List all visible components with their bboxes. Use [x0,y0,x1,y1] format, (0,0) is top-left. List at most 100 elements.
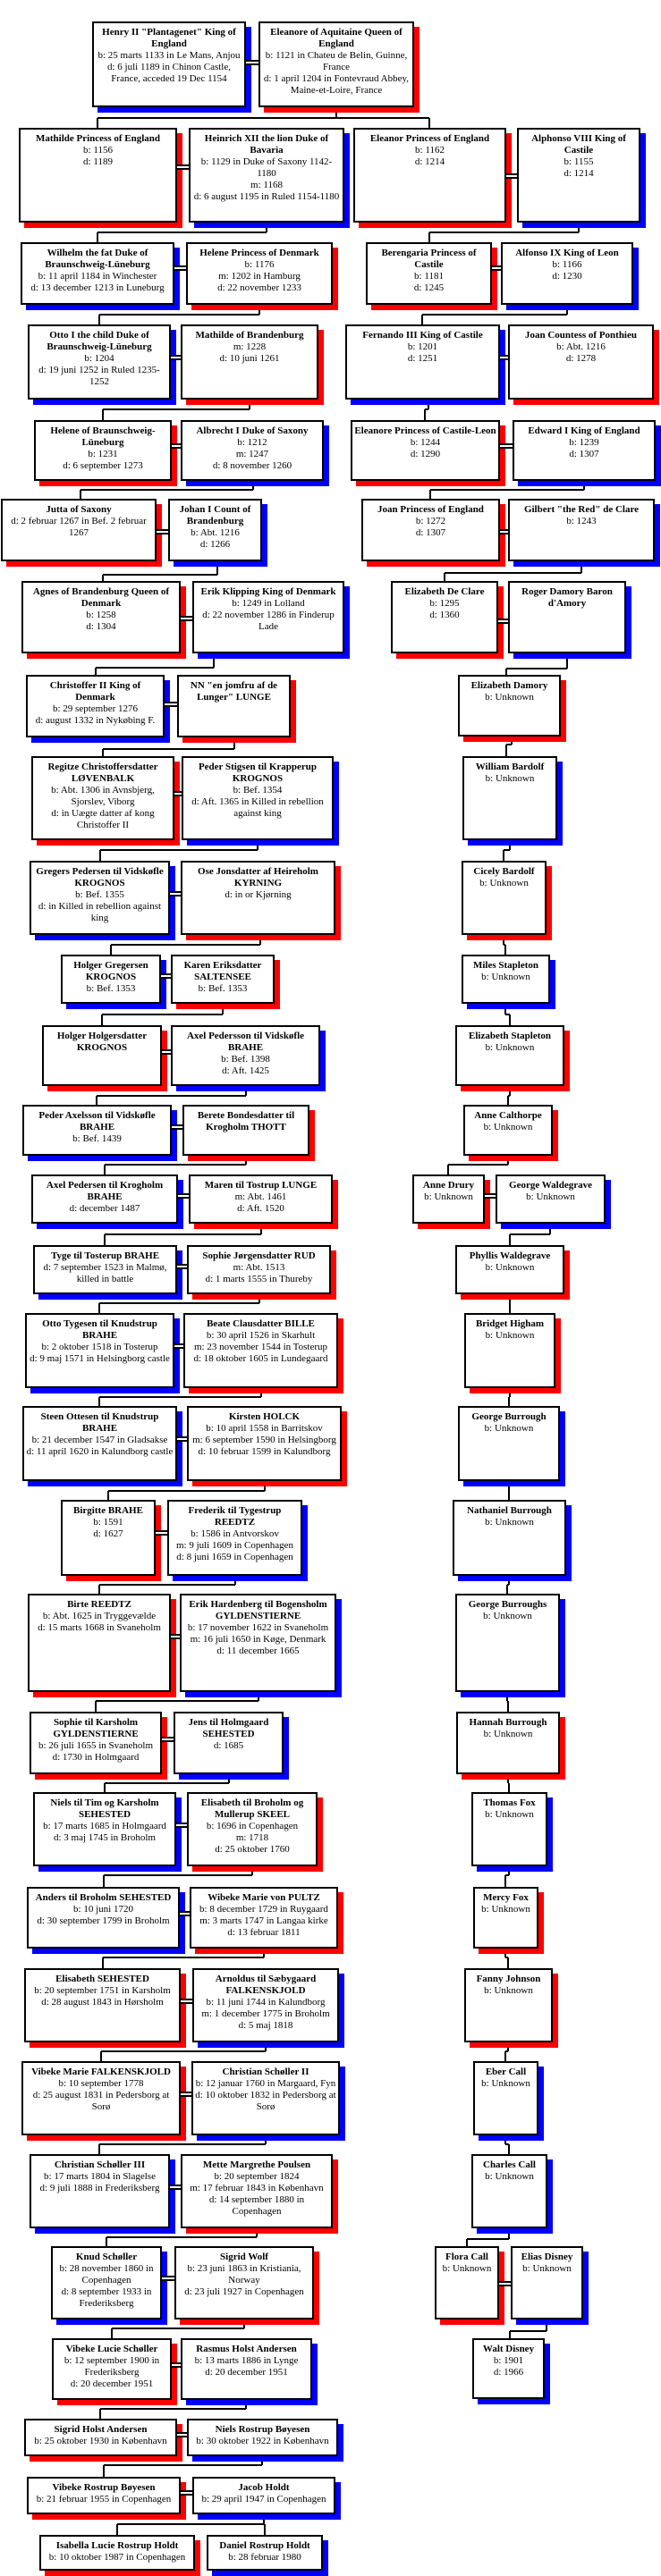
person-name: Elizabeth Stapleton [469,1031,551,1041]
person-detail: d: 28 august 1843 in Hørsholm [41,1997,164,2008]
person-detail: d: 2 februar 1267 in Bef. 2 februar 1267 [11,516,147,538]
person-detail: d: 1290 [410,449,441,459]
person-box-berete-thott: Berete Bondesdatter til Krogholm THOTT [182,1105,309,1156]
person-detail: d: 23 juli 1927 in Copenhagen [184,2286,304,2297]
person-detail: b: 29 september 1276 [52,703,138,714]
person-detail: b: Unknown [485,1517,534,1528]
person-detail: b: 1591 [93,1517,123,1528]
marriage-connector-birgitte-brahe-frederik-reedtz [156,1530,167,1536]
marriage-connector-sophie-gyldenstierne-jens-sehested [162,1737,174,1742]
person-detail: d: august 1332 in Nykøbing F. [35,715,156,726]
person-name: Rasmus Holst Andersen [196,2344,297,2354]
person-detail: b: 8 december 1729 in Ruygaard [199,1904,328,1915]
person-detail: d: in Uægte datter af kong Christoffer I… [51,808,155,830]
person-detail: b: 21 februar 1955 in Copenhagen [36,2494,172,2504]
person-name: Otto Tygesen til Knudstrup BRAHE [42,1318,157,1341]
person-detail: b: 1249 in Lolland [232,598,305,609]
person-detail: b: Unknown [526,1191,575,1202]
marriage-connector-vibeke-falkenskjold-christian-schoeller-ii [181,2092,191,2097]
person-detail: b: Unknown [485,2171,534,2182]
marriage-connector-helene-braunschweig-albrecht-i [172,443,181,449]
marriage-connector-holger-holgersdatter-axel-pedersson [162,1049,171,1055]
person-detail: b: 1243 [566,516,597,526]
person-name: Peder Stigsen til Krapperup KROGNOS [198,762,318,784]
person-name: Joan Countess of Ponthieu [525,330,637,341]
person-name: Christian Schøller III [54,2159,146,2170]
person-name: Eber Call [485,2067,527,2077]
person-name: Elisabeth SEHESTED [55,1974,149,1984]
person-detail: d: 10 februar 1599 in Kalundborg [198,1446,331,1457]
person-detail: b: 13 marts 1886 in Lynge [194,2355,299,2366]
person-name: Steen Ottesen til Knudstrup BRAHE [40,1411,159,1434]
person-detail: m: 1202 in Hamburg [218,271,301,282]
person-detail: b: 29 april 1947 in Copenhagen [201,2494,326,2504]
person-detail: d: 5 maj 1818 [238,2020,293,2031]
person-name: George Burroughs [468,1599,547,1610]
person-name: Erik Klipping King of Denmark [200,586,336,597]
person-name: Erik Hardenberg til Bogensholm GYLDENSTI… [189,1599,327,1621]
person-name: William Bardolf [475,762,545,772]
person-detail: d: 1230 [552,271,582,282]
person-detail: m: Abt. 1513 [233,1262,285,1273]
person-detail: d: 1214 [414,156,445,167]
person-name: Charles Call [483,2159,536,2170]
person-name: Agnes of Brandenburg Queen of Denmark [32,586,170,609]
person-name: Mercy Fox [483,1892,529,1903]
person-name: Wilhelm the fat Duke of Braunschweig-Lün… [45,248,150,270]
marriage-connector-agnes-brandenburg-erik-klipping [181,616,192,621]
person-name: Sophie Jørgensdatter RUD [202,1250,316,1261]
person-detail: b: 17 marts 1685 in Holmgaard [43,1821,166,1831]
person-detail: d: 8 november 1260 [212,460,292,471]
marriage-connector-tyge-brahe-sophie-rud [177,1264,187,1269]
marriage-connector-peder-axelsson-berete-thott [172,1124,182,1130]
person-name: Walt Disney [482,2344,535,2354]
person-name: Berete Bondesdatter til Krogholm THOTT [197,1110,295,1132]
marriage-connector-jutta-saxony-johan-i [157,529,168,535]
person-detail: d: 11 december 1665 [216,1646,300,1656]
person-detail: m: 1 december 1775 in Broholm [201,2008,330,2019]
person-name: Gregers Pedersen til Vidskøfle KROGNOS [36,866,164,888]
person-name: Christoffer II King of Denmark [49,680,141,703]
person-detail: b: 1201 [407,341,438,352]
person-detail: b: Unknown [485,1262,535,1273]
person-detail: d: 8 september 1933 in Frederiksberg [61,2286,152,2309]
person-detail: d: 1 april 1204 in Fontevraud Abbey, Mai… [263,73,410,96]
marriage-connector-niels-sehested-elisabeth-skeel [176,1823,187,1828]
person-detail: b: 1212 [237,437,267,448]
person-name: Isabella Lucie Rostrup Holdt [55,2540,179,2551]
marriage-connector-eleanor-england-alphonso-viii [506,173,517,179]
person-detail: b: Unknown [481,2078,530,2089]
person-name: Alfonso IX King of Leon [515,248,619,258]
person-detail: b: Unknown [485,1330,535,1341]
person-detail: b: 1129 in Duke of Saxony 1142-1180 [200,156,333,179]
person-name: Otto I the child Duke of Braunschweig-Lü… [47,330,152,352]
marriage-connector-otto-tygesen-beate-bille [174,1343,183,1349]
person-detail: b: 12 september 1900 in Frederiksberg [64,2355,160,2378]
person-detail: d: 25 oktober 1760 [215,1844,290,1855]
person-detail: d: 13 februar 1811 [227,1927,301,1938]
